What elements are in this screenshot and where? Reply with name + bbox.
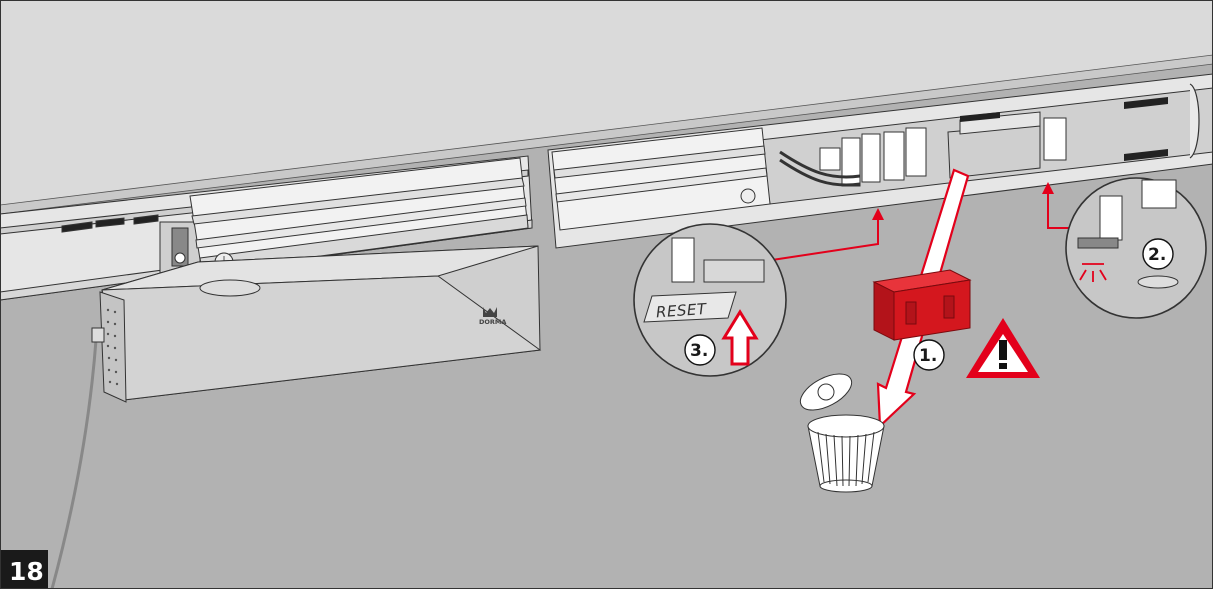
ceiling-edge (0, 54, 1213, 215)
brand-label: DORMA (479, 318, 506, 326)
cover-profile-right (551, 127, 771, 231)
figure-number: 18 (9, 557, 44, 586)
vent-slots-right (960, 97, 1168, 161)
red-module (872, 269, 972, 341)
step-2-badge (1142, 238, 1174, 270)
crown-logo-icon (483, 307, 497, 317)
end-cap-right (1189, 83, 1200, 159)
detail-circle-2 (1065, 177, 1207, 319)
indicator-light-icon (1079, 263, 1107, 282)
door-closer-body (99, 245, 542, 403)
callout-arrowhead-2 (1042, 182, 1054, 194)
callout-arrow-3 (771, 218, 879, 261)
reset-button-label: RESET (655, 300, 708, 322)
trash-bin-icon (799, 373, 885, 493)
step-3-label: 3. (690, 341, 708, 361)
step-2-label: 2. (1148, 245, 1166, 265)
ceiling (0, 0, 1213, 205)
step-1-label: 1. (919, 346, 937, 366)
arrow-up-icon (721, 309, 759, 366)
cable-gland (91, 327, 105, 343)
figure-number-badge (0, 550, 48, 589)
power-cable (50, 339, 98, 589)
warning-icon (966, 318, 1040, 378)
callout-arrowhead-3 (872, 208, 884, 220)
reset-button[interactable] (643, 291, 737, 323)
electronics-compartment (779, 111, 1067, 187)
step-3-badge (684, 334, 716, 366)
step-1-badge (913, 339, 945, 371)
